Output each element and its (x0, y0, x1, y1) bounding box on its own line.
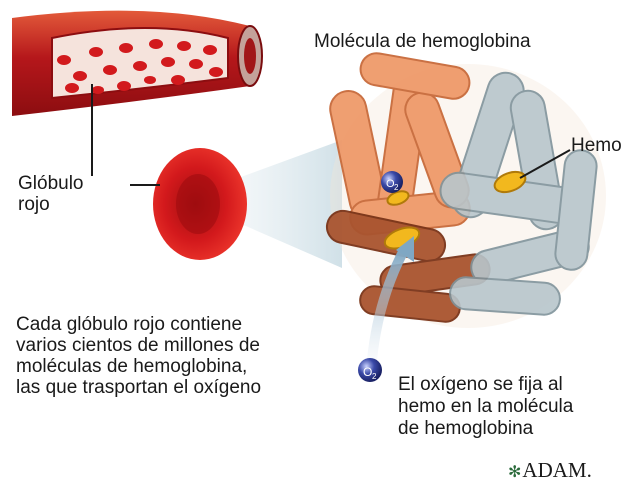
red-cell-label: Glóbulo rojo (18, 173, 84, 216)
free-oxygen-icon: O 2 (358, 358, 382, 382)
red-blood-cell (153, 148, 247, 260)
heme-label: Hemo (571, 135, 622, 156)
blood-vessel (12, 11, 262, 116)
bound-oxygen-icon: O 2 (381, 171, 403, 193)
svg-text:O: O (363, 365, 372, 379)
svg-text:2: 2 (372, 372, 377, 381)
oxygen-note: El oxígeno se fija al hemo en la molécul… (398, 374, 573, 440)
hemoglobin-molecule: O 2 (324, 51, 606, 328)
caption-text: Cada glóbulo rojo contiene varios ciento… (16, 314, 261, 398)
svg-text:2: 2 (394, 183, 399, 192)
adam-logo: ✻ADAM. (508, 458, 592, 483)
diagram-title: Molécula de hemoglobina (314, 31, 531, 52)
brand-text: ADAM. (522, 458, 591, 482)
star-icon: ✻ (508, 464, 521, 481)
